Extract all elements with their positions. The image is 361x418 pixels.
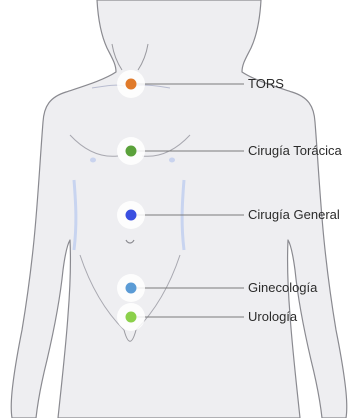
marker-dot-cirugia-toracica	[126, 146, 137, 157]
marker-dot-ginecologia	[126, 283, 137, 294]
nipple-right	[169, 158, 175, 163]
label-ginecologia: Ginecología	[248, 280, 317, 296]
label-cirugia-toracica: Cirugía Torácica	[248, 143, 342, 159]
marker-dot-urologia	[126, 312, 137, 323]
label-cirugia-general: Cirugía General	[248, 207, 340, 223]
nipple-left	[90, 158, 96, 163]
left-side-shade	[74, 180, 76, 250]
marker-dot-tors	[126, 79, 137, 90]
label-urologia: Urología	[248, 309, 297, 325]
marker-dot-cirugia-general	[126, 210, 137, 221]
label-tors: TORS	[248, 76, 284, 92]
